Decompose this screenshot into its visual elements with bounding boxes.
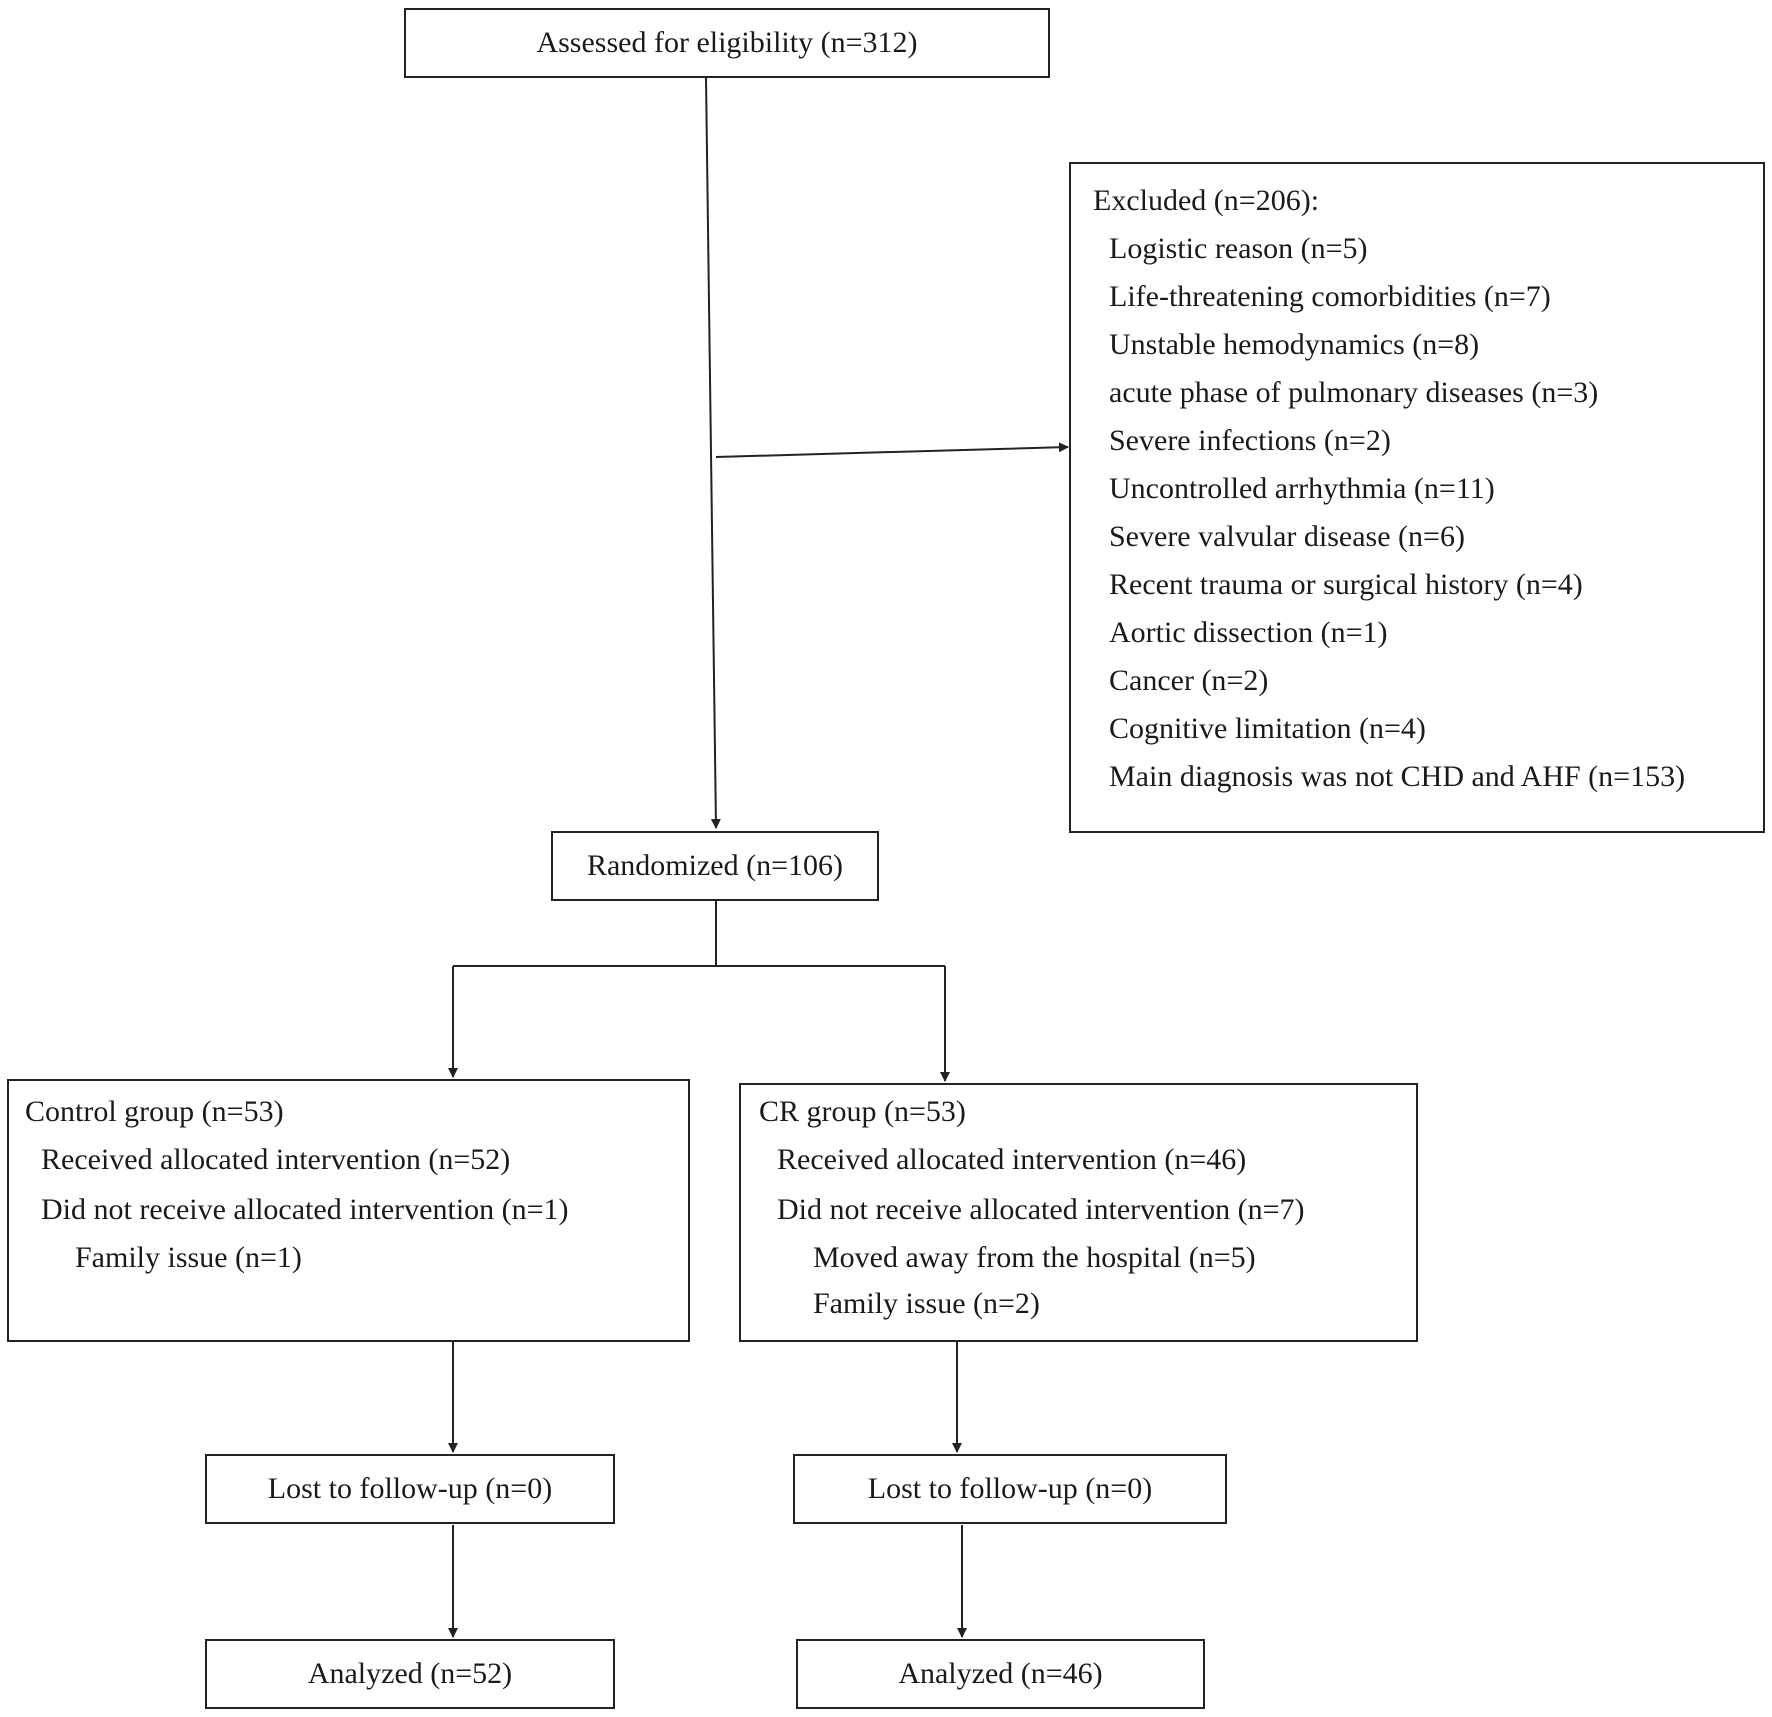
excluded-reason: acute phase of pulmonary diseases (n=3) bbox=[1109, 376, 1599, 409]
excluded-reason: Recent trauma or surgical history (n=4) bbox=[1109, 568, 1583, 601]
excluded-reason: Cancer (n=2) bbox=[1109, 664, 1269, 697]
control-received: Received allocated intervention (n=52) bbox=[41, 1143, 511, 1176]
control-group-title: Control group (n=53) bbox=[25, 1095, 284, 1128]
assessed-box: Assessed for eligibility (n=312) bbox=[404, 8, 1050, 78]
cr-lost-box: Lost to follow-up (n=0) bbox=[793, 1454, 1227, 1524]
cr-reason: Family issue (n=2) bbox=[813, 1287, 1040, 1320]
control-not-received: Did not receive allocated intervention (… bbox=[41, 1193, 569, 1226]
excluded-reason: Severe infections (n=2) bbox=[1109, 424, 1391, 457]
control-group-box: Control group (n=53) Received allocated … bbox=[7, 1079, 690, 1342]
control-lost-box: Lost to follow-up (n=0) bbox=[205, 1454, 615, 1524]
excluded-reason: Cognitive limitation (n=4) bbox=[1109, 712, 1426, 745]
cr-reason: Moved away from the hospital (n=5) bbox=[813, 1241, 1256, 1274]
cr-analyzed-box: Analyzed (n=46) bbox=[796, 1639, 1205, 1709]
excluded-reason: Main diagnosis was not CHD and AHF (n=15… bbox=[1109, 760, 1686, 793]
excluded-reason: Unstable hemodynamics (n=8) bbox=[1109, 328, 1480, 361]
excluded-title: Excluded (n=206): bbox=[1093, 184, 1320, 217]
cr-analyzed-label: Analyzed (n=46) bbox=[898, 1657, 1103, 1690]
cr-group-box: CR group (n=53) Received allocated inter… bbox=[739, 1083, 1418, 1342]
control-lost-label: Lost to follow-up (n=0) bbox=[267, 1472, 553, 1505]
excluded-reason: Severe valvular disease (n=6) bbox=[1109, 520, 1465, 553]
excluded-box: Excluded (n=206): Logistic reason (n=5) … bbox=[1069, 162, 1765, 833]
randomized-box: Randomized (n=106) bbox=[551, 831, 879, 901]
excluded-reason: Uncontrolled arrhythmia (n=11) bbox=[1109, 472, 1495, 505]
assessed-label: Assessed for eligibility (n=312) bbox=[536, 26, 918, 59]
connector-assessed-randomized bbox=[705, 77, 721, 829]
control-analyzed-label: Analyzed (n=52) bbox=[307, 1657, 513, 1690]
control-analyzed-box: Analyzed (n=52) bbox=[205, 1639, 615, 1709]
randomized-label: Randomized (n=106) bbox=[586, 849, 844, 882]
cr-group-title: CR group (n=53) bbox=[759, 1095, 966, 1128]
cr-not-received: Did not receive allocated intervention (… bbox=[777, 1193, 1305, 1226]
excluded-reason: Aortic dissection (n=1) bbox=[1109, 616, 1388, 649]
excluded-reason: Logistic reason (n=5) bbox=[1109, 232, 1368, 265]
connector-to-excluded bbox=[715, 442, 1069, 458]
cr-lost-label: Lost to follow-up (n=0) bbox=[867, 1472, 1153, 1505]
control-reason: Family issue (n=1) bbox=[75, 1241, 302, 1274]
cr-received: Received allocated intervention (n=46) bbox=[777, 1143, 1247, 1176]
excluded-reason: Life-threatening comorbidities (n=7) bbox=[1109, 280, 1551, 313]
